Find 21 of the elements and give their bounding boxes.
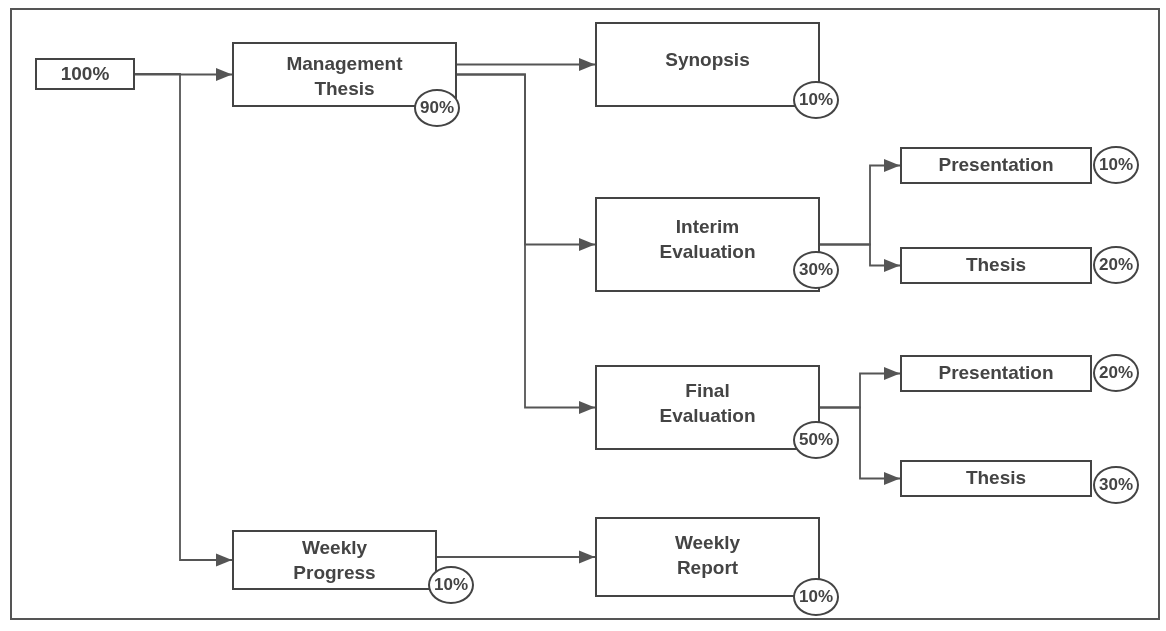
process-box: Thesis (900, 247, 1092, 284)
percent-circle: 10% (793, 578, 839, 616)
percent-circle: 10% (1093, 146, 1139, 184)
percent-circle: 10% (793, 81, 839, 119)
percent-circle: 10% (428, 566, 474, 604)
arrow (819, 243, 901, 272)
arrow (819, 406, 901, 485)
arrow (436, 550, 596, 564)
arrow (456, 58, 596, 71)
arrow (456, 73, 596, 414)
percent-circle: 90% (414, 89, 460, 127)
process-box: 100% (35, 58, 135, 90)
arrow (134, 73, 233, 567)
percent-circle: 30% (1093, 466, 1139, 504)
process-box: Presentation (900, 147, 1092, 184)
percent-circle: 30% (793, 251, 839, 289)
process-box: Presentation (900, 355, 1092, 392)
percent-circle: 20% (1093, 354, 1139, 392)
percent-circle: 20% (1093, 246, 1139, 284)
process-box: Thesis (900, 460, 1092, 497)
percent-circle: 50% (793, 421, 839, 459)
